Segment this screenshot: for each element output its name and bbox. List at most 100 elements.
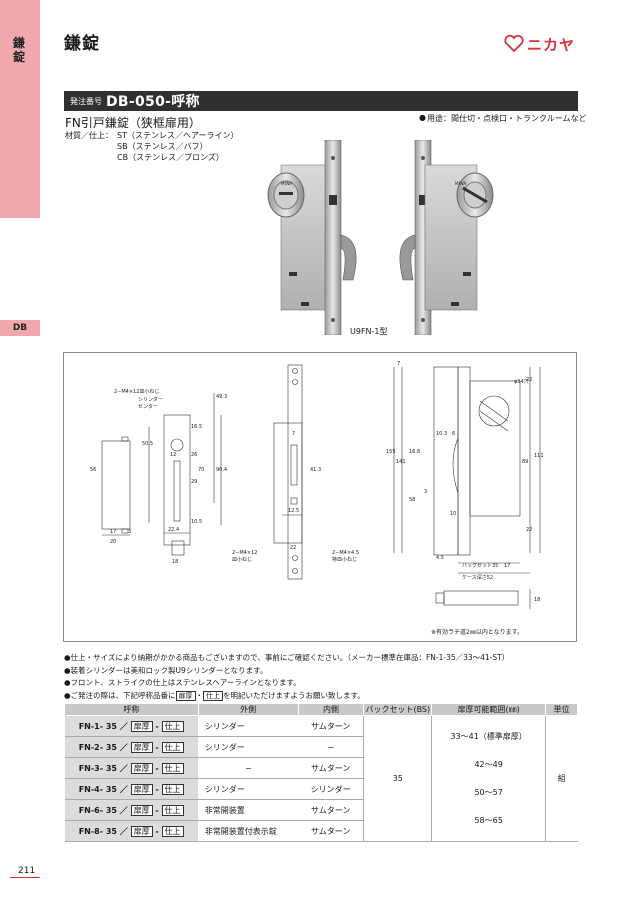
row-code: FN-6- 35 xyxy=(78,805,117,815)
table-row: FN-4- 35 ／ 扉厚 - 仕上 シリンダー シリンダー xyxy=(64,778,578,800)
note-line: ●装着シリンダーは美和ロック製U9シリンダーとなります。 xyxy=(64,665,268,675)
column-header: バックセット(BS) xyxy=(363,703,433,716)
drawing-label: ケース深さ52 xyxy=(462,574,493,581)
page-title: 鎌錠 xyxy=(64,34,100,54)
cell-outer: シリンダー xyxy=(198,778,299,800)
range-item: 50〜57 xyxy=(474,787,503,797)
dim: 20 xyxy=(110,539,116,545)
dim: 90.4 xyxy=(216,467,227,473)
table-row: FN-8- 35 ／ 扉厚 - 仕上 非常開装置付表示錠 サムターン xyxy=(64,820,578,842)
cell-ranges: 33〜41（標準扉厚） 42〜49 50〜57 58〜65 xyxy=(431,715,546,842)
column-header: 扉厚可能範囲(㎜) xyxy=(431,703,547,716)
dim: 111 xyxy=(534,453,544,459)
drawing-label: 特皿小ねじ xyxy=(332,556,357,563)
dim: 141 xyxy=(396,459,406,465)
dim: 12.5 xyxy=(288,508,299,514)
row-code: FN-2- 35 xyxy=(78,742,117,752)
note-line: ●仕上・サイズにより納期がかかる商品もございますので、事前にご確認ください。（メ… xyxy=(64,653,510,662)
cell-inner: シリンダー xyxy=(298,778,364,800)
cell-inner: サムターン xyxy=(298,715,364,737)
column-header: 外側 xyxy=(197,703,299,716)
dim: 26 xyxy=(191,452,197,458)
cell-outer: 非常開装置付表示錠 xyxy=(198,820,299,842)
table-header: 呼称 外側 内側 バックセット(BS) 扉厚可能範囲(㎜) 単位 xyxy=(64,703,578,716)
dim: 155 xyxy=(386,449,396,455)
dim: 10.3 xyxy=(436,431,447,437)
dim: 89 xyxy=(522,459,528,465)
drawing-label: 2−M4×12皿小ねじ xyxy=(114,388,159,395)
cell-backset: 35 xyxy=(363,715,432,842)
dim: 22 xyxy=(526,527,532,533)
range-item: 42〜49 xyxy=(474,759,503,769)
note-line: ●フロント、ストライクの仕上はステンレスヘアーラインとなります。 xyxy=(64,678,301,687)
dim: 10.5 xyxy=(191,519,202,525)
brand-logo: ニカヤ xyxy=(504,34,575,54)
drawing-label: センター xyxy=(138,403,158,410)
dim: 7 xyxy=(292,431,295,437)
dim: 6 xyxy=(452,431,455,437)
table-row: FN-2- 35 ／ 扉厚 - 仕上 シリンダー − xyxy=(64,736,578,758)
cell-outer: シリンダー xyxy=(198,736,299,758)
usage-bullet: ● xyxy=(419,113,426,122)
material-label: 材質／仕上： xyxy=(65,131,113,140)
row-code: FN-1- 35 xyxy=(78,721,117,731)
column-header: 単位 xyxy=(545,703,578,716)
cell-inner: サムターン xyxy=(298,799,364,821)
row-code: FN-4- 35 xyxy=(78,784,117,794)
dim: 58 xyxy=(409,497,415,503)
cell-outer: 非常開装置 xyxy=(198,799,299,821)
dim: 41.3 xyxy=(310,467,321,473)
model-label: U9FN-1型 xyxy=(350,327,388,336)
dim: 3 xyxy=(424,489,427,495)
table-row: FN-1- 35 ／ 扉厚 - 仕上 シリンダー サムターン 35 33〜41（… xyxy=(64,715,578,842)
technical-drawing: 2−M4×12皿小ねじ シリンダー センター 2−M4×12 皿小ねじ 2−M4… xyxy=(63,352,577,642)
material-item: CB（ステンレス／ブロンズ） xyxy=(117,153,224,162)
cell-inner: サムターン xyxy=(298,820,364,842)
drawing-label: シリンダー xyxy=(138,396,163,403)
column-header: 呼称 xyxy=(64,703,199,716)
dim: 22 xyxy=(290,545,296,551)
photo-text: MIWA xyxy=(455,181,466,186)
heart-icon xyxy=(504,35,524,53)
dim: 10 xyxy=(450,511,456,517)
dim: 18 xyxy=(534,597,540,603)
brand-name: ニカヤ xyxy=(527,35,576,54)
table-row: FN-3- 35 ／ 扉厚 - 仕上 − サムターン xyxy=(64,757,578,779)
order-label: 発注番号 xyxy=(70,96,102,106)
cell-outer: − xyxy=(198,757,299,779)
dim: 17 xyxy=(110,529,116,535)
drawing-label: バックセット35 xyxy=(462,563,498,569)
photo-text: MIWA xyxy=(281,181,292,186)
drawing-label: 皿小ねじ xyxy=(232,556,252,563)
cell-inner: − xyxy=(298,736,364,758)
box-thickness: 扉厚 xyxy=(175,690,196,701)
drawing-label: 2−M4×4.5 xyxy=(332,550,359,556)
dim: 22 xyxy=(526,377,532,383)
dim: 22.4 xyxy=(168,527,179,533)
order-number-bar: 発注番号 DB-050-呼称 xyxy=(64,91,578,111)
dim: 12 xyxy=(170,452,176,458)
dim: 3 xyxy=(128,529,131,535)
material-item: SB（ステンレス／バフ） xyxy=(117,142,208,151)
page-number: 211 xyxy=(18,866,36,876)
dim: 16.8 xyxy=(409,449,420,455)
range-item: 58〜65 xyxy=(474,815,503,825)
category-tab: 鎌錠 xyxy=(0,0,40,218)
dim: 7 xyxy=(397,361,400,367)
box-finish: 仕上 xyxy=(203,690,224,701)
dim: 16.5 xyxy=(191,424,202,430)
table-row: FN-6- 35 ／ 扉厚 - 仕上 非常開装置 サムターン xyxy=(64,799,578,821)
dim: 29 xyxy=(191,479,197,485)
cell-outer: シリンダー xyxy=(198,715,299,737)
dim: 50.5 xyxy=(142,441,153,447)
drawing-note: ※有効ラチ道2㎜以内となります。 xyxy=(431,629,524,636)
cell-inner: サムターン xyxy=(298,757,364,779)
order-note: ●ご発注の際は、下記呼称品番に扉厚・仕上を明記いただけますようお願い致します。 xyxy=(64,690,365,701)
range-item: 33〜41（標準扉厚） xyxy=(450,731,527,741)
notes: ●仕上・サイズにより納期がかかる商品もございますので、事前にご確認ください。（メ… xyxy=(64,652,509,702)
dim: 56 xyxy=(90,467,96,473)
page-number-rule xyxy=(10,877,40,878)
row-code: FN-8- 35 xyxy=(78,826,117,836)
product-name: FN引戸鎌錠（狭框扉用） xyxy=(65,116,201,130)
product-photo: MIWA MIWA xyxy=(267,140,494,335)
